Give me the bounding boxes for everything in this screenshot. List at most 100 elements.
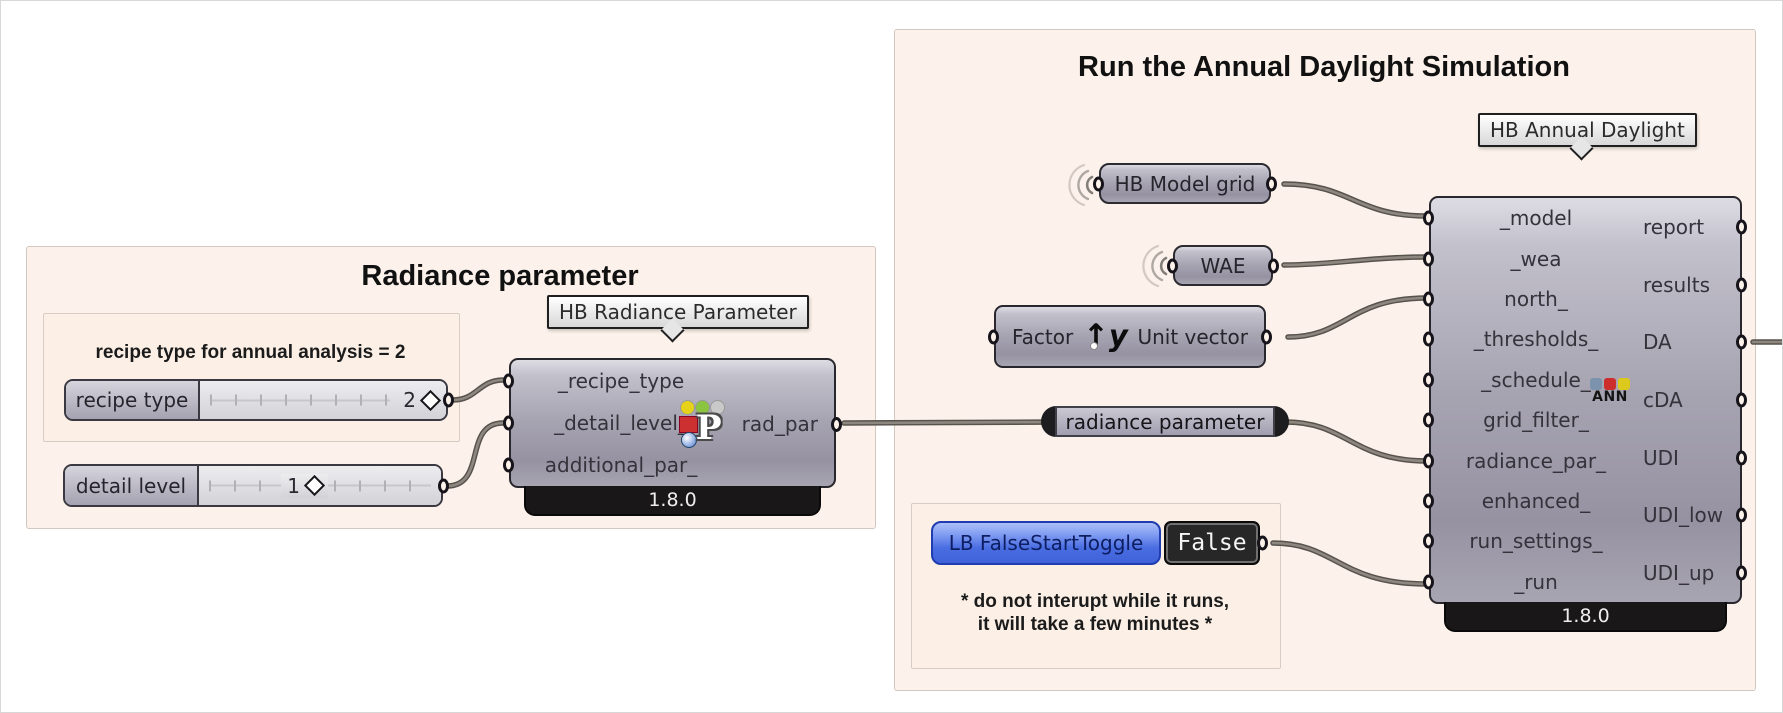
slider-detail-level-value: 1 — [287, 473, 300, 498]
relay-label: radiance parameter — [1055, 406, 1275, 437]
port-label: _run — [1514, 569, 1558, 594]
port-nub-radiance-par[interactable] — [1423, 453, 1434, 469]
port-label: _wea — [1510, 246, 1562, 271]
port-label: _thresholds_ — [1473, 327, 1599, 352]
radiance-parameter-relay[interactable]: radiance parameter — [1041, 406, 1289, 437]
version-bar: 1.8.0 — [1444, 602, 1727, 632]
output-port-udi: UDI — [1643, 445, 1747, 470]
wire-unit-vector-to-north-input[interactable] — [1285, 295, 1430, 340]
version-bar: 1.8.0 — [524, 486, 821, 516]
group-title-simulation: Run the Annual Daylight Simulation — [1078, 51, 1570, 83]
port-nub-rad-par[interactable] — [831, 417, 842, 432]
port-nub-run-settings[interactable] — [1423, 533, 1434, 549]
port-label: _recipe_type — [557, 369, 685, 393]
slider-detail-level-handle[interactable] — [303, 474, 326, 497]
wae-receiver[interactable]: WAE — [1167, 245, 1279, 286]
port-nub-cda[interactable] — [1736, 392, 1747, 408]
port-nub-da[interactable] — [1736, 334, 1747, 350]
input-port-north: north_ — [1423, 286, 1639, 311]
wire-detail-level-to-detail-level-input[interactable] — [444, 420, 506, 489]
wire-rad-par-to-relay[interactable] — [841, 419, 1064, 426]
wire-toggle-to-run-input[interactable] — [1270, 540, 1430, 587]
port-label: radiance_par_ — [1465, 448, 1607, 473]
hb-model-grid-receiver[interactable]: HB Model grid — [1093, 163, 1277, 204]
wire-wae-to-wea-input[interactable] — [1281, 254, 1430, 268]
slider-recipe-type-value: 2 — [403, 388, 416, 412]
port-label: run_settings_ — [1469, 529, 1603, 554]
port-nub-enhanced[interactable] — [1423, 493, 1434, 509]
port-nub-wae-out[interactable] — [1268, 258, 1279, 273]
slider-recipe-type-track[interactable]: 2 — [200, 381, 446, 419]
port-nub-udi[interactable] — [1736, 450, 1747, 466]
input-port-grid-filter: grid_filter_ — [1423, 408, 1639, 432]
output-port-rad-par: rad_par — [742, 412, 818, 436]
port-nub-schedule[interactable] — [1423, 372, 1434, 388]
hb-annual-daylight-icon: ANN — [1586, 378, 1634, 420]
port-nub-slider-detail-level-out[interactable] — [438, 478, 449, 493]
port-nub-thresholds[interactable] — [1423, 331, 1434, 347]
slider-recipe-type[interactable]: recipe type 2 — [64, 379, 454, 421]
output-port-results: results — [1643, 273, 1747, 297]
port-label: UDI_up — [1643, 561, 1715, 586]
input-port-additional-par: additional_par_ — [503, 453, 727, 477]
port-nub-unit-vector[interactable] — [1261, 329, 1272, 344]
input-port-schedule: _schedule_ — [1423, 368, 1639, 392]
toggle-button[interactable]: LB FalseStartToggle — [931, 521, 1161, 565]
annotation-recipe-type: recipe type for annual analysis = 2 — [95, 342, 406, 363]
output-port-report: report — [1643, 215, 1747, 239]
port-nub-model-grid-in[interactable] — [1093, 176, 1104, 191]
input-port-run: _run — [1423, 569, 1639, 594]
receiver-label: WAE — [1200, 253, 1246, 278]
input-port-run-settings: run_settings_ — [1423, 529, 1639, 554]
input-port-factor: Factor — [1012, 324, 1074, 349]
port-nub-detail-level[interactable] — [503, 415, 514, 431]
port-label: UDI — [1643, 445, 1679, 470]
port-nub-model[interactable] — [1423, 210, 1434, 226]
slider-recipe-type-label: recipe type — [66, 381, 200, 419]
slider-detail-level-track[interactable]: 1 — [199, 466, 441, 505]
port-nub-north[interactable] — [1423, 291, 1434, 307]
receiver-label: HB Model grid — [1114, 171, 1256, 196]
port-label: UDI_low — [1643, 503, 1724, 528]
output-port-cda: cDA — [1643, 388, 1747, 412]
port-nub-factor[interactable] — [988, 329, 999, 344]
port-nub-results[interactable] — [1736, 277, 1747, 293]
port-nub-report[interactable] — [1736, 219, 1747, 235]
wire-relay-to-radiance-par-input[interactable] — [1283, 419, 1430, 464]
port-nub-additional-par[interactable] — [503, 457, 514, 473]
port-nub-udi-low[interactable] — [1736, 507, 1747, 523]
port-nub-recipe-type[interactable] — [503, 373, 514, 389]
input-port-model: _model — [1423, 206, 1639, 230]
honeybee-radiance-parameter-icon: P — [679, 398, 727, 448]
input-port-radiance-par: radiance_par_ — [1423, 448, 1639, 473]
group-title-radiance: Radiance parameter — [361, 260, 639, 292]
port-nub-wea[interactable] — [1423, 251, 1434, 267]
port-nub-toggle-out[interactable] — [1257, 535, 1268, 551]
hb-annual-daylight-component[interactable]: _model _wea north_ _thresholds_ _schedul… — [1423, 196, 1747, 632]
output-port-udi-up: UDI_up — [1643, 561, 1747, 586]
port-nub-slider-recipe-type-out[interactable] — [443, 392, 454, 408]
port-nub-wae-in[interactable] — [1167, 258, 1178, 273]
slider-detail-level-label: detail level — [65, 466, 199, 505]
wire-recipe-type-to-recipe-type-input[interactable] — [450, 377, 506, 403]
input-port-enhanced: enhanced_ — [1423, 489, 1639, 513]
input-port-recipe-type: _recipe_type — [503, 369, 727, 393]
port-label: DA — [1643, 330, 1672, 355]
wire-model-grid-to-model-input[interactable] — [1281, 181, 1430, 219]
hb-radiance-parameter-component[interactable]: _recipe_type _detail_level_ additional_p… — [503, 358, 842, 516]
lb-false-start-toggle[interactable]: LB FalseStartToggle False — [931, 521, 1268, 565]
slider-recipe-type-handle[interactable] — [419, 389, 442, 411]
input-port-wea: _wea — [1423, 246, 1639, 271]
port-nub-udi-up[interactable] — [1736, 565, 1747, 581]
input-port-detail-level: _detail_level_ — [503, 411, 727, 435]
wireless-signal-icon — [1142, 244, 1168, 288]
toggle-value[interactable]: False — [1164, 521, 1268, 565]
slider-detail-level[interactable]: detail level 1 — [63, 464, 449, 507]
port-nub-grid-filter[interactable] — [1423, 412, 1434, 428]
port-nub-run[interactable] — [1423, 574, 1434, 590]
port-nub-model-grid-out[interactable] — [1266, 176, 1277, 191]
unit-y-vector-component[interactable]: Factor ↑ y Unit vector — [988, 305, 1272, 368]
port-label: north_ — [1504, 286, 1568, 311]
